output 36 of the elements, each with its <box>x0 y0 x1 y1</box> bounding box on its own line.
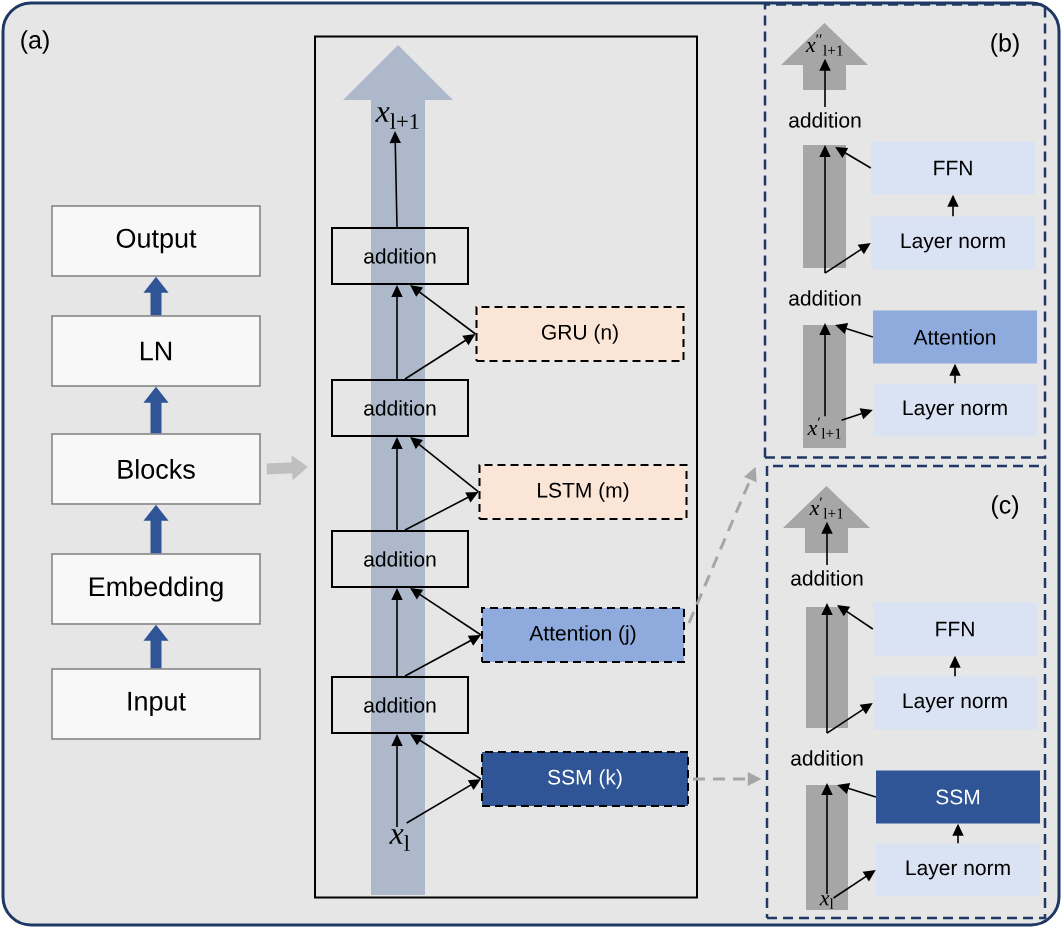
arrow <box>404 635 481 677</box>
addition-label: addition <box>791 750 863 766</box>
addition-label: addition <box>789 112 861 128</box>
addition-label: addition <box>791 570 863 586</box>
arrow <box>410 437 480 493</box>
addition-box: addition <box>331 379 469 437</box>
addition-box: addition <box>331 530 469 588</box>
variable-label: x$^{′}$l+1 <box>807 417 841 439</box>
layer-box: Layer norm <box>871 216 1035 270</box>
addition-label: addition <box>789 290 861 306</box>
module-box: SSM (k) <box>481 751 689 807</box>
layer-box: Layer norm <box>873 676 1037 730</box>
module-box: Attention (j) <box>481 607 685 663</box>
stage-box: Input <box>51 668 261 740</box>
arrow <box>410 734 482 780</box>
module-box: GRU (n) <box>475 306 685 362</box>
block-frame <box>314 35 698 899</box>
stage-box: Blocks <box>51 433 261 505</box>
addition-box: addition <box>331 676 469 734</box>
layer-box: SSM <box>876 770 1040 824</box>
layer-box: FFN <box>873 602 1037 656</box>
layer-box: Attention <box>873 310 1037 364</box>
layer-box: FFN <box>871 141 1035 195</box>
variable-label: x$_{l+1}$ <box>375 107 419 129</box>
stage-box: LN <box>51 315 261 387</box>
layer-box: Layer norm <box>873 383 1037 437</box>
variable-label: x$_{l}$ <box>389 829 410 851</box>
variable-label: x$_{l}$ <box>819 895 834 909</box>
addition-box: addition <box>331 227 469 285</box>
arrow <box>405 779 481 824</box>
stage-box: Output <box>51 205 261 277</box>
stage-box: Embedding <box>51 553 261 625</box>
module-box: LSTM (m) <box>478 464 688 520</box>
layer-box: Layer norm <box>876 843 1040 897</box>
arrow <box>410 285 477 335</box>
arrow <box>410 588 482 636</box>
